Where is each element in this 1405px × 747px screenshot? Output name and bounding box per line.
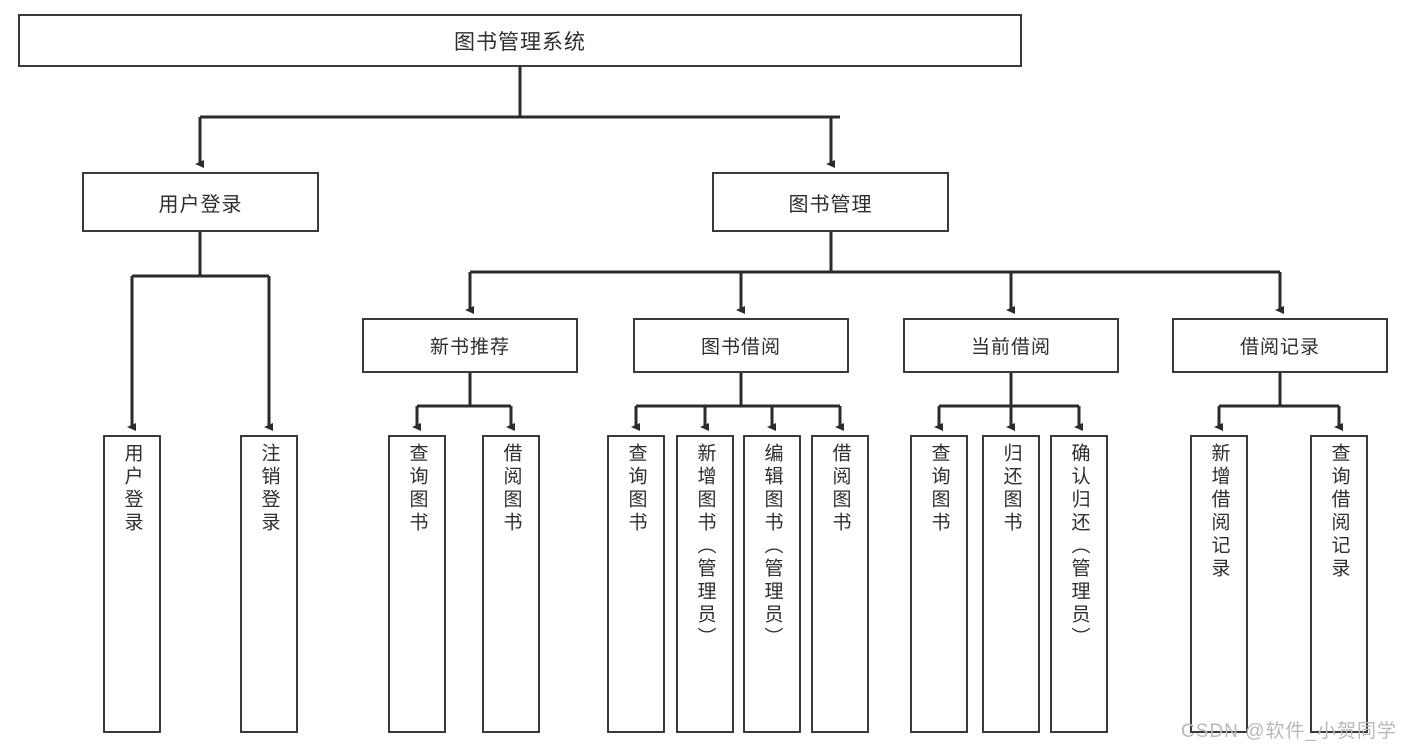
node-book-manage[interactable]: 图书管理 [712, 172, 949, 232]
leaf-return-book[interactable]: 归还图书 [982, 435, 1040, 733]
node-borrow-record[interactable]: 借阅记录 [1172, 318, 1388, 373]
leaf-label: 归还图书 [1000, 443, 1022, 535]
node-root-system[interactable]: 图书管理系统 [18, 14, 1022, 67]
node-label: 新书推荐 [429, 337, 510, 358]
leaf-confirm-return-admin[interactable]: 确认归还（管理员） [1050, 435, 1108, 733]
leaf-label: 借阅图书 [829, 443, 851, 535]
leaf-borrow-book[interactable]: 借阅图书 [811, 435, 869, 733]
node-label: 图书管理系统 [454, 30, 586, 54]
leaf-query-borrow-record[interactable]: 查询借阅记录 [1310, 435, 1368, 733]
node-user-login[interactable]: 用户登录 [82, 172, 319, 232]
leaf-label: 查询图书 [406, 443, 428, 535]
node-label: 图书借阅 [700, 337, 781, 358]
node-book-borrow[interactable]: 图书借阅 [633, 318, 849, 373]
leaf-logout[interactable]: 注销登录 [240, 435, 298, 733]
leaf-add-borrow-record[interactable]: 新增借阅记录 [1190, 435, 1248, 733]
leaf-add-book-admin[interactable]: 新增图书（管理员） [676, 435, 734, 733]
leaf-label: 查询借阅记录 [1328, 443, 1350, 581]
node-current-borrow[interactable]: 当前借阅 [903, 318, 1119, 373]
node-label: 借阅记录 [1239, 337, 1320, 358]
leaf-user-login[interactable]: 用户登录 [103, 435, 161, 733]
leaf-label: 查询图书 [625, 443, 647, 535]
leaf-label: 确认归还（管理员） [1068, 443, 1090, 650]
watermark: CSDN @软件_小贺同学 [1181, 721, 1397, 742]
leaf-label: 新增借阅记录 [1208, 443, 1230, 581]
node-label: 图书管理 [788, 193, 873, 216]
leaf-query-book-borrow[interactable]: 查询图书 [607, 435, 665, 733]
leaf-borrow-book-newbook[interactable]: 借阅图书 [482, 435, 540, 733]
leaf-edit-book-admin[interactable]: 编辑图书（管理员） [743, 435, 801, 733]
node-new-book-recommend[interactable]: 新书推荐 [362, 318, 578, 373]
leaf-label: 新增图书（管理员） [694, 443, 716, 650]
node-label: 当前借阅 [970, 337, 1051, 358]
leaf-label: 查询图书 [928, 443, 950, 535]
node-label: 用户登录 [158, 193, 243, 216]
leaf-query-book-newbook[interactable]: 查询图书 [388, 435, 446, 733]
leaf-label: 借阅图书 [500, 443, 522, 535]
leaf-label: 用户登录 [121, 443, 143, 535]
leaf-label: 注销登录 [258, 443, 280, 535]
leaf-query-book-current[interactable]: 查询图书 [910, 435, 968, 733]
leaf-label: 编辑图书（管理员） [761, 443, 783, 650]
